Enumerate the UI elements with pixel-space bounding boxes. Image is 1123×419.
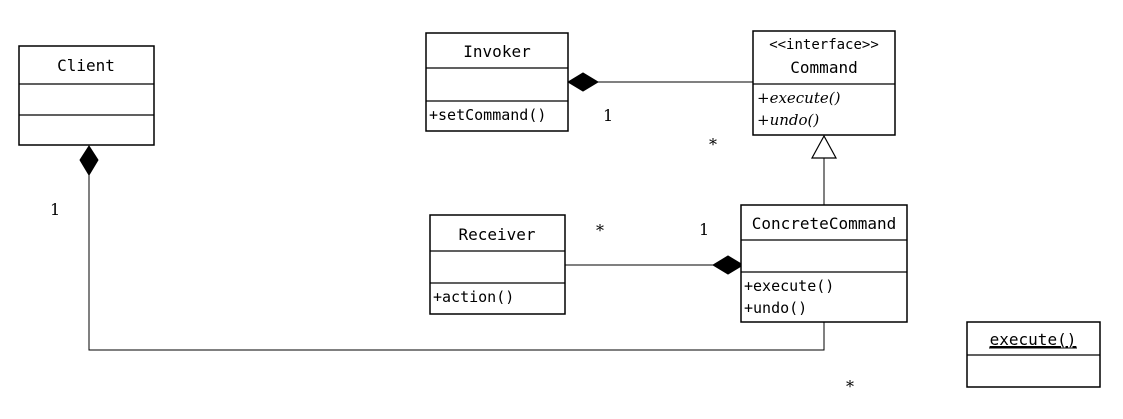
class-command-name: Command <box>790 58 857 77</box>
class-client[interactable]: Client <box>18 45 155 146</box>
client-concrete-association <box>88 175 825 351</box>
class-invoker-method-0: +setCommand() <box>429 106 546 124</box>
multiplicity-client-end: 1 <box>50 200 60 219</box>
multiplicity-bottom-star: * <box>846 377 854 396</box>
class-command[interactable]: <<interface>> Command +execute() +undo() <box>752 30 896 136</box>
class-receiver[interactable]: Receiver +action() <box>429 214 566 315</box>
class-command-stereotype: <<interface>> <box>769 37 879 53</box>
class-concrete-command-method-1: +undo() <box>744 299 807 317</box>
class-command-method-0: +execute() <box>757 89 841 107</box>
concrete-composition-diamond <box>712 255 744 275</box>
class-command-method-1: +undo() <box>757 111 819 129</box>
invoker-composition-diamond <box>567 72 599 92</box>
class-invoker[interactable]: Invoker +setCommand() <box>425 32 569 132</box>
multiplicity-command-end: * <box>709 135 717 154</box>
client-composition-diamond <box>79 145 99 176</box>
inheritance-triangle <box>810 134 838 159</box>
multiplicity-invoker-end: 1 <box>603 106 613 125</box>
class-receiver-method-0: +action() <box>433 288 514 306</box>
class-concrete-command[interactable]: ConcreteCommand +execute() +undo() <box>740 204 908 323</box>
object-execute[interactable]: execute() <box>966 321 1101 388</box>
class-concrete-command-method-0: +execute() <box>744 277 834 295</box>
class-receiver-name: Receiver <box>458 225 535 244</box>
class-client-name: Client <box>57 56 115 75</box>
multiplicity-receiver-end: * <box>596 221 604 240</box>
object-execute-name: execute() <box>990 330 1077 349</box>
class-concrete-command-name: ConcreteCommand <box>752 214 897 233</box>
multiplicity-concrete-end: 1 <box>699 220 709 239</box>
class-invoker-name: Invoker <box>463 42 531 61</box>
